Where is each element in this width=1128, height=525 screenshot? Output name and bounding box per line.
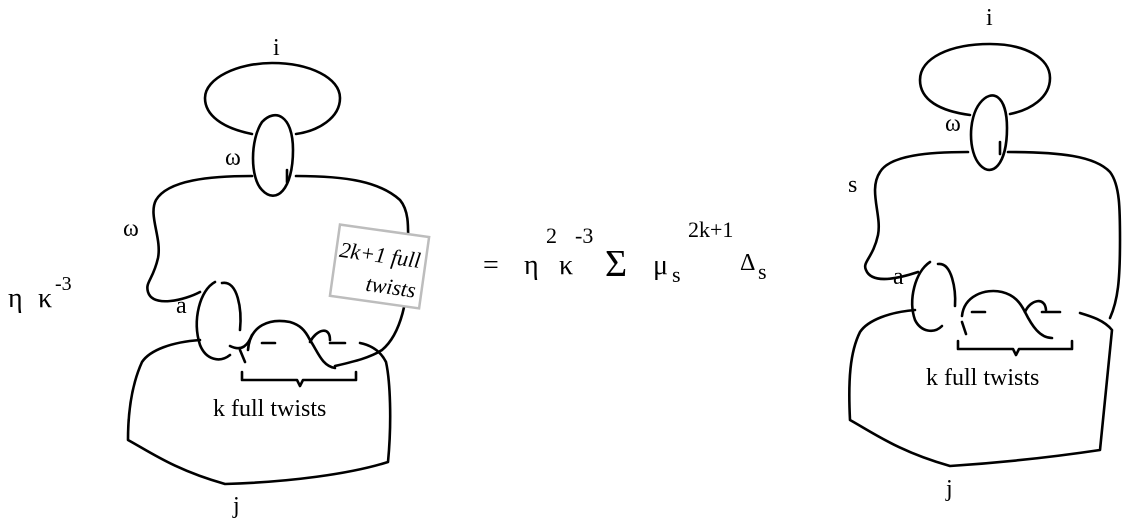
right-main-strand-right [1006,150,1122,320]
equation-eta: η [524,250,539,281]
right-twist-brace [956,339,1074,357]
right-twist-text: k full twists [926,365,1039,391]
equation-eta-exponent: 2 [546,223,557,248]
left-a-meridian [195,280,232,361]
equation-equals: = [483,250,499,281]
equation-delta-subscript: s [758,259,767,284]
right-twist-loop [1023,299,1048,314]
left-prefix-eta: η [8,283,23,314]
left-label-i: i [273,35,280,61]
right-label-i: i [986,5,993,31]
right-omega-meridian [969,94,1009,172]
right-label-omega: ω [945,111,961,137]
right-main-strand [863,150,970,281]
equation-delta: Δ [740,250,755,276]
equation-mu-exponent: 2k+1 [688,217,733,242]
left-omega-meridian [251,113,295,197]
left-a-meridian-tail [238,348,247,364]
left-twist-strand-inner [228,333,254,350]
equation: = η 2 κ -3 Σ μ s 2k+1 Δ s [483,217,767,287]
left-label-j: j [232,493,240,519]
left-twist-box [328,223,431,310]
left-label-omega-top: ω [225,145,241,171]
right-component-j [848,308,1114,468]
left-component-i [203,61,342,136]
left-twist-loop [308,329,332,344]
left-knot-diagram: η κ -3 2k+1 full twists i [8,35,431,519]
left-main-strand [146,174,254,303]
left-label-a: a [176,293,187,319]
equation-mu: μ [653,250,668,281]
right-twist-strand [960,289,1054,340]
right-component-i [918,42,1052,117]
equation-kappa: κ [559,250,573,281]
left-prefix-exponent: -3 [55,273,72,295]
left-prefix-kappa: κ [38,283,52,314]
right-a-meridian [911,260,944,333]
right-label-a: a [893,264,904,290]
left-label-omega-side: ω [123,216,139,242]
equation-kappa-exponent: -3 [575,223,593,248]
left-twist-brace [240,370,358,388]
left-twist-strand [246,319,337,370]
equation-sum-symbol: Σ [605,243,627,285]
left-twist-text: k full twists [213,396,326,422]
equation-mu-subscript: s [672,262,681,287]
right-a-meridian-tail [960,320,968,336]
right-label-s: s [848,172,857,198]
left-a-meridian-back [220,281,242,332]
left-twist-box-group: 2k+1 full twists [328,223,431,310]
left-component-j [126,338,392,486]
right-knot-diagram: i ω s a k full twists j [848,5,1122,502]
right-label-j: j [945,476,953,502]
right-a-meridian-back [936,262,957,308]
